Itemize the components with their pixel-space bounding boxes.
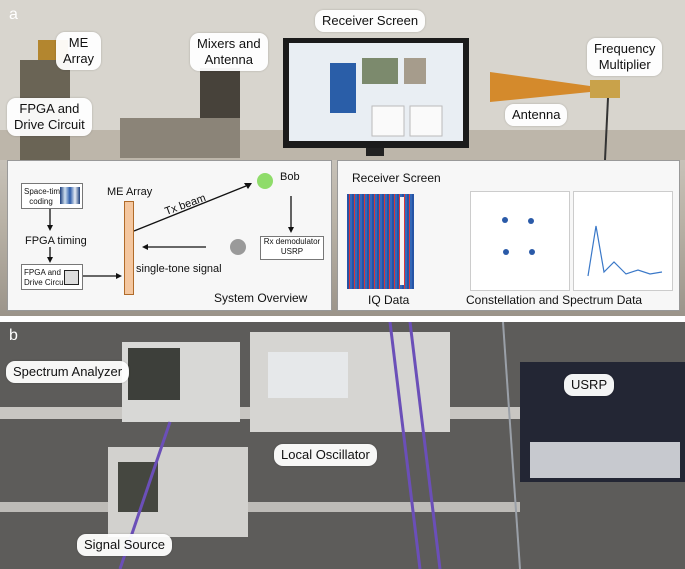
space-time-box: Space-time coding [21,183,83,209]
constellation-plot [470,191,570,291]
panel-a-photo [0,0,685,316]
constellation-spectrum-label: Constellation and Spectrum Data [466,293,643,307]
fpga-drive-text: FPGA and Drive Circuit [24,268,68,287]
local-oscillator-label: Local Oscillator [274,444,377,466]
usrp-device [530,442,680,478]
usrp-label: USRP [564,374,615,396]
spectrum-trace [587,225,663,277]
spectrum-plot [573,191,673,291]
receiver-screen-inset: Receiver Screen IQ Data Constellation an… [337,160,680,311]
signal-source-label: Signal Source [77,534,172,556]
rx-demodulator-box: Rx demodulator USRP [260,236,324,260]
me-array-label: ME Array [56,32,102,70]
horn-antenna [490,72,590,102]
iq-data-label: IQ Data [368,293,410,307]
coding-pattern-icon [60,187,80,204]
constellation-points [502,217,535,255]
system-overview-title: System Overview [214,291,308,305]
antenna-label: Antenna [505,104,568,126]
chip-icon [64,270,79,285]
fpga-drive-box: FPGA and Drive Circuit [21,264,83,290]
me-array-overview-label: ME Array [107,186,153,198]
bob-label: Bob [280,171,300,183]
mixers-antenna-label: Mixers and Antenna [190,33,268,71]
receiver-screen-label: Receiver Screen [315,10,426,32]
lab-scene-a [0,0,685,161]
single-tone-label: single-tone signal [136,263,222,275]
panel-a-letter: a [9,6,18,23]
frequency-multiplier-label: Frequency Multiplier [587,38,663,76]
fpga-drive-label: FPGA and Drive Circuit [7,98,92,136]
system-overview-inset: Space-time coding FPGA timing FPGA and D… [7,160,332,311]
spectrum-analyzer-label: Spectrum Analyzer [6,361,130,383]
space-time-text: Space-time coding [24,187,65,206]
panel-b-letter: b [9,327,18,344]
overview-arrows [47,173,294,279]
me-array-bar [124,201,134,295]
fpga-timing-label: FPGA timing [25,235,87,247]
receiver-screen-title: Receiver Screen [352,171,441,185]
